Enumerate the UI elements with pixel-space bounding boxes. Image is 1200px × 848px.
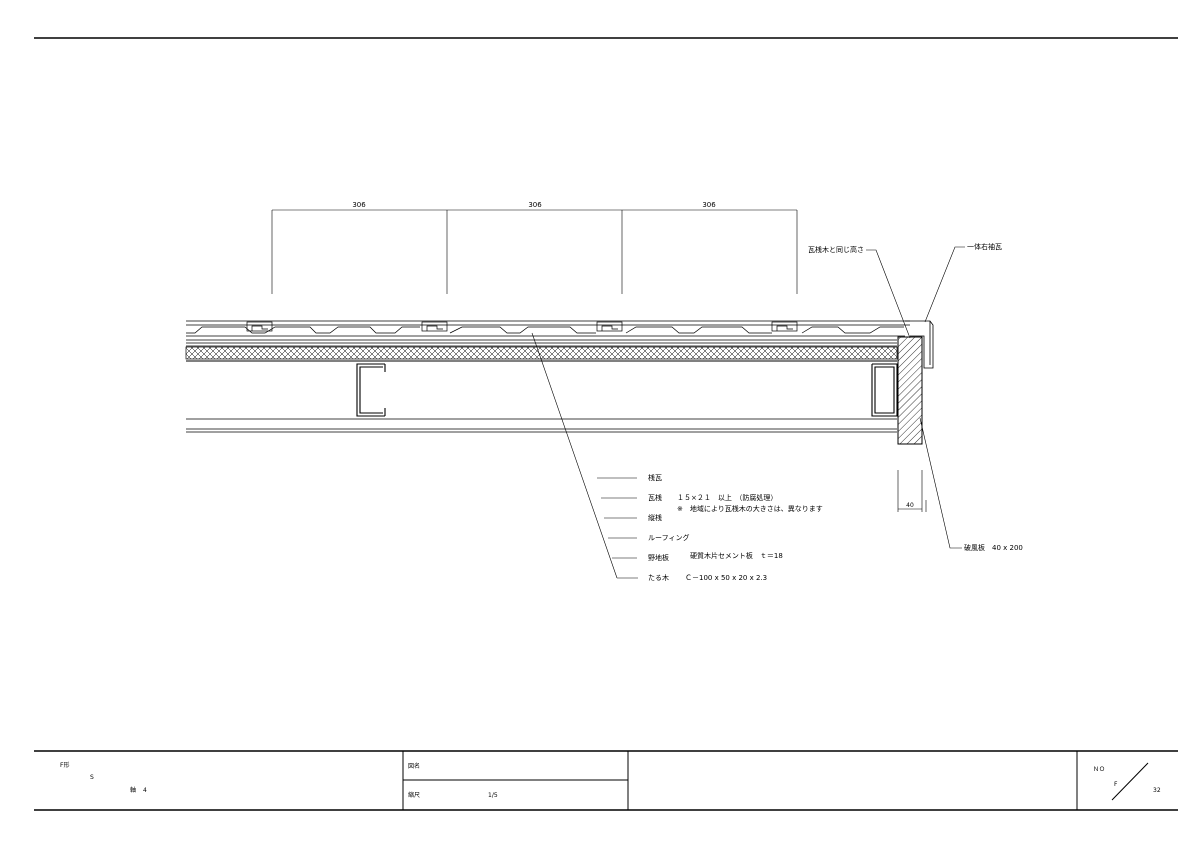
title-left-axis-value: 4 xyxy=(143,787,147,794)
layer-sub-tile-batten: ※ 地域により瓦桟木の大きさは、異なります xyxy=(677,504,823,513)
callout-same-height: 瓦桟木と同じ高さ xyxy=(808,245,864,254)
callout-integrated-verge-tile: 一体右袖瓦 xyxy=(967,242,1002,251)
callout-verge-board: 破風板 40 x 200 xyxy=(964,543,1023,552)
sheet-no-number: 32 xyxy=(1153,787,1161,794)
span-dimensions xyxy=(271,209,798,294)
verge-tile xyxy=(905,320,934,369)
title-left-line1: F形 xyxy=(60,761,69,769)
scale-label: 縮尺 xyxy=(408,791,420,799)
rafter-c-channels xyxy=(186,360,898,417)
layer-label-roof-tile: 桟瓦 xyxy=(648,473,662,482)
sheathing-board xyxy=(185,346,898,360)
drawing-name-label: 図名 xyxy=(408,762,420,770)
layer-label-sheathing: 野地板 xyxy=(648,553,669,562)
layer-label-tile-batten: 瓦桟 xyxy=(648,493,662,502)
layer-label-roofing: ルーフィング xyxy=(648,533,689,542)
verge-board xyxy=(897,336,923,445)
battens-and-roofing xyxy=(186,339,897,347)
sheet-no-letter: F xyxy=(1114,781,1118,788)
layer-note-sheathing: 硬質木片セメント板 ｔ＝18 xyxy=(690,551,783,560)
title-left-axis-label: 軸 xyxy=(130,786,136,794)
span-dimension-2: 306 xyxy=(528,201,542,209)
roof-tiles xyxy=(186,320,910,337)
callout-leaders xyxy=(866,246,965,549)
layer-label-vertical-batten: 縦桟 xyxy=(648,513,662,522)
bottom-lines xyxy=(186,418,897,433)
layer-note-tile-batten: １５×２１ 以上 （防腐処理） xyxy=(677,493,777,502)
layer-leaders xyxy=(531,332,638,579)
layer-label-rafter: たる木 xyxy=(648,573,669,582)
span-dimension-3: 306 xyxy=(702,201,716,209)
scale-value: 1/5 xyxy=(488,792,498,799)
verge-width-value: 40 xyxy=(906,502,914,509)
layer-note-rafter: Ｃ－100 x 50 x 20 x 2.3 xyxy=(685,574,767,582)
sheet-no-label: ＮＯ xyxy=(1093,766,1105,773)
title-left-line2: S xyxy=(90,774,94,781)
verge-width-dimension xyxy=(897,470,927,512)
title-block xyxy=(34,750,1178,811)
span-dimension-1: 306 xyxy=(352,201,366,209)
